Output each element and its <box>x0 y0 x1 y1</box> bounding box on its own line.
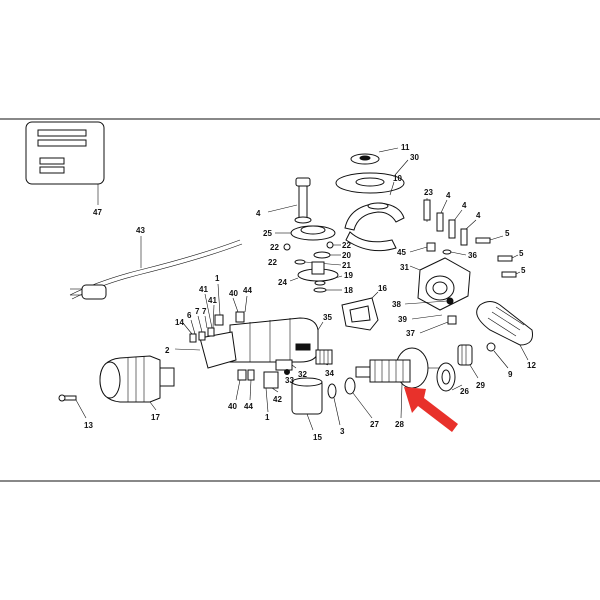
part-23-spindle <box>267 177 312 224</box>
part-20-bearing <box>313 251 341 259</box>
part-11-nut <box>350 147 399 165</box>
label-28: 28 <box>395 420 404 429</box>
label-42: 42 <box>273 395 282 404</box>
part-10-guard <box>344 181 405 252</box>
label-26: 26 <box>460 387 469 396</box>
part-38-screw <box>404 297 454 305</box>
label-19: 19 <box>344 271 353 280</box>
label-43: 43 <box>136 226 145 235</box>
part-4-screws <box>423 198 477 246</box>
label-7a: 7 <box>195 307 200 316</box>
label-35: 35 <box>323 313 332 322</box>
label-3: 3 <box>340 427 345 436</box>
part-26-bearing <box>436 362 463 392</box>
label-13: 13 <box>84 421 93 430</box>
highlight-arrow <box>404 387 458 432</box>
part-32-switch <box>275 359 297 371</box>
part-47-label-plate <box>25 121 105 205</box>
label-4a: 23 <box>424 188 433 197</box>
label-40a: 40 <box>229 289 238 298</box>
label-10: 10 <box>393 174 402 183</box>
label-22b: 22 <box>342 241 351 250</box>
label-32: 32 <box>298 370 307 379</box>
label-34: 34 <box>325 369 334 378</box>
label-11: 11 <box>401 143 410 152</box>
part-33-spring <box>284 369 290 375</box>
part-42-switch-lever <box>263 371 279 393</box>
part-35-motor-housing <box>229 317 324 363</box>
label-12: 12 <box>527 361 536 370</box>
label-20: 20 <box>342 251 351 260</box>
part-5-screws <box>475 235 521 278</box>
part-22-screw-b <box>326 241 341 249</box>
part-3-ring <box>327 383 341 426</box>
label-4d: 4 <box>476 211 481 220</box>
label-45: 45 <box>397 248 406 257</box>
part-45-pin <box>409 242 436 253</box>
label-22c: 22 <box>268 258 277 267</box>
label-37: 37 <box>406 329 415 338</box>
label-22a: 22 <box>270 243 279 252</box>
label-40b: 40 <box>228 402 237 411</box>
label-4c: 4 <box>462 201 467 210</box>
label-5b: 5 <box>519 249 524 258</box>
label-23: 4 <box>256 209 261 218</box>
label-47: 47 <box>93 208 102 217</box>
label-44b: 44 <box>244 402 253 411</box>
part-22-screw-a <box>283 243 291 251</box>
part-12-side-handle <box>476 301 533 361</box>
part-16-bracket <box>341 291 379 331</box>
label-33: 33 <box>285 376 294 385</box>
label-4b: 4 <box>446 191 451 200</box>
label-6: 6 <box>187 311 192 320</box>
part-29-needle-bearing <box>457 344 479 379</box>
label-1b: 1 <box>265 413 270 422</box>
label-18: 18 <box>344 286 353 295</box>
part-15-stator <box>291 377 323 431</box>
label-30: 30 <box>410 153 419 162</box>
part-number-labels: 47 11 30 10 23 4 4 4 4 5 5 5 43 25 22 22… <box>84 143 536 442</box>
part-25-flange <box>275 225 336 241</box>
label-29: 29 <box>476 381 485 390</box>
part-18-ring <box>313 287 342 293</box>
part-24-gear <box>289 261 339 282</box>
part-37-bolt <box>419 315 457 334</box>
part-31-gear-housing <box>409 257 471 311</box>
label-31: 31 <box>400 263 409 272</box>
label-39: 39 <box>398 315 407 324</box>
part-19-circlip <box>314 275 343 286</box>
part-13-screw <box>58 394 87 419</box>
label-1a: 1 <box>215 274 220 283</box>
label-16: 16 <box>378 284 387 293</box>
label-5c: 5 <box>521 266 526 275</box>
label-25: 25 <box>263 229 272 238</box>
part-39-screw <box>411 314 443 320</box>
label-44a: 44 <box>243 286 252 295</box>
label-27: 27 <box>370 420 379 429</box>
label-41a: 41 <box>199 285 208 294</box>
part-9-nut <box>486 342 509 369</box>
part-43-power-cable <box>69 236 243 300</box>
part-17-rear-cap <box>99 355 175 411</box>
part-30-disc <box>335 159 409 194</box>
label-15: 15 <box>313 433 322 442</box>
label-36: 36 <box>468 251 477 260</box>
part-28-armature <box>355 347 440 419</box>
label-24: 24 <box>278 278 287 287</box>
part-switch-cluster <box>182 283 269 413</box>
label-5a: 5 <box>505 229 510 238</box>
label-7b: 7 <box>202 307 207 316</box>
label-14: 14 <box>175 318 184 327</box>
part-34-brush-holder <box>315 349 333 366</box>
label-2: 2 <box>165 346 170 355</box>
part-2-rear-housing <box>174 331 237 369</box>
label-21: 21 <box>342 261 351 270</box>
label-17: 17 <box>151 413 160 422</box>
part-27-bearing <box>344 377 373 419</box>
part-36-screw <box>442 249 467 256</box>
label-41b: 41 <box>208 296 217 305</box>
label-9: 9 <box>508 370 513 379</box>
label-38: 38 <box>392 300 401 309</box>
